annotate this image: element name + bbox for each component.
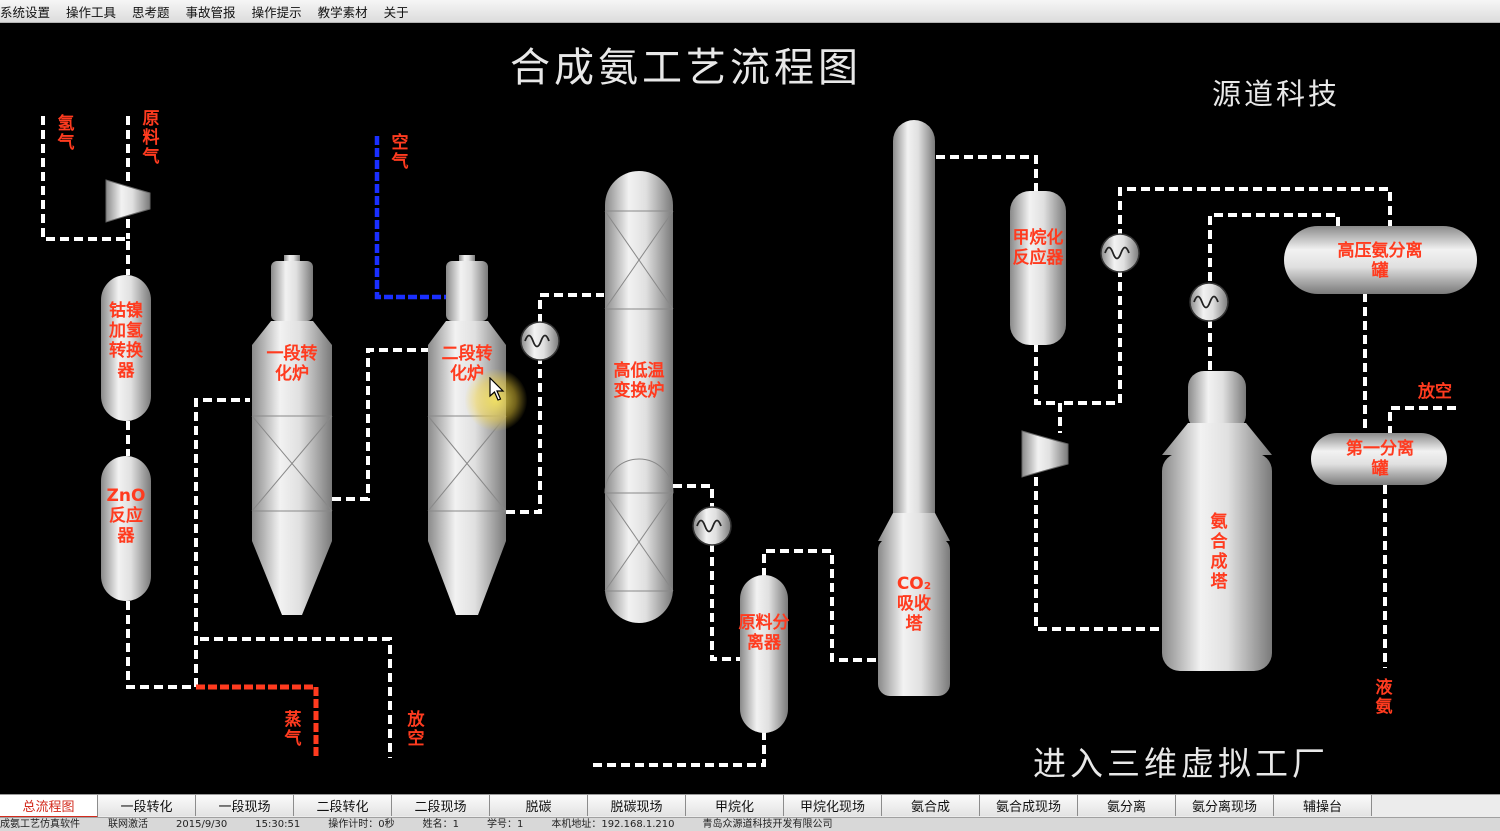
tab-8[interactable]: 甲烷化现场 [784, 795, 882, 816]
hp-separator-vessel [1284, 226, 1477, 294]
zno-reactor-vessel [101, 456, 151, 601]
label-feed-separator[interactable]: 原料分离器 [738, 613, 790, 653]
label-coni-converter[interactable]: 钴镍加氢转换器 [109, 301, 143, 381]
label-hp-separator[interactable]: 高压氨分离罐 [1337, 241, 1423, 281]
tab-0[interactable]: 总流程图 [0, 795, 98, 818]
mouse-cursor-icon [489, 377, 505, 401]
heat-exchanger-icon [1100, 233, 1140, 273]
pipe-exchanger3 [1060, 268, 1122, 405]
pipe-secondary-to-exchanger [506, 359, 542, 514]
pipe-loop-top [1118, 187, 1392, 238]
menu-bar: 系统设置操作工具思考题事故管报操作提示教学素材关于 [0, 0, 1500, 23]
pipe-sep-to-absorber [762, 549, 878, 662]
pipe-exchanger2-to-sep [710, 543, 742, 661]
label-ammonia-synthesis[interactable]: 氨合成塔 [1210, 512, 1228, 592]
syngas-compressor [1021, 430, 1069, 478]
tab-9[interactable]: 氨合成 [882, 795, 980, 816]
menu-item[interactable]: 思考题 [132, 4, 170, 20]
pipe-hydrogen [41, 116, 130, 275]
status-item: 15:30:51 [255, 819, 301, 830]
pipe-loop-to-synthesis [1034, 463, 1160, 631]
tab-12[interactable]: 氨分离现场 [1176, 795, 1274, 816]
status-item: 操作计时：0秒 [328, 819, 395, 830]
feed-compressor [105, 179, 151, 223]
screen-tab-bar: 总流程图一段转化一段现场二段转化二段现场脱碳脱碳现场甲烷化甲烷化现场氨合成氨合成… [0, 794, 1500, 818]
label-hydrogen: 氢气 [57, 114, 75, 153]
company-name: 源道科技 [1212, 77, 1341, 111]
pipe-shift-to-exchanger2 [673, 484, 714, 509]
tab-11[interactable]: 氨分离 [1078, 795, 1176, 816]
label-first-separator[interactable]: 第一分离罐 [1346, 439, 1414, 479]
status-item: 学号：1 [486, 819, 524, 830]
label-primary-reformer[interactable]: 一段转化炉 [266, 344, 318, 384]
pipe-steam [196, 684, 319, 758]
label-air: 空气 [391, 133, 409, 172]
tab-3[interactable]: 二段转化 [294, 795, 392, 816]
status-item: 成氨工艺仿真软件 [0, 819, 80, 830]
menu-item[interactable]: 操作工具 [66, 4, 117, 20]
tab-2[interactable]: 一段现场 [196, 795, 294, 816]
pipe-first-vent [1388, 406, 1460, 435]
enter-3d-factory-button[interactable]: 进入三维虚拟工厂 [1033, 744, 1329, 783]
label-co2-absorber[interactable]: CO₂吸收塔 [896, 574, 932, 634]
tab-7[interactable]: 甲烷化 [686, 795, 784, 816]
secondary-reformer-vessel [427, 255, 507, 615]
pipe-primary-to-secondary [332, 348, 430, 501]
heat-exchanger-icon [1189, 282, 1229, 322]
label-shift-converter[interactable]: 高低温变换炉 [613, 361, 665, 401]
heat-exchanger-icon [520, 321, 560, 361]
methanator-vessel [1010, 191, 1066, 345]
pipe-methanator-to-compressor [1034, 343, 1062, 433]
pipe-network [41, 116, 1460, 767]
label-vent-bottom: 放空 [407, 710, 425, 749]
primary-reformer-vessel [251, 255, 333, 615]
menu-item[interactable]: 事故管报 [185, 4, 236, 20]
shift-converter-vessel [604, 171, 674, 623]
pipe-air [374, 136, 446, 300]
label-feed-gas: 原料气 [142, 109, 160, 167]
pipe-zno-bottom [126, 601, 196, 689]
page-title: 合成氨工艺流程图 [510, 45, 862, 91]
feed-separator-vessel [740, 575, 788, 733]
status-item: 姓名：1 [422, 819, 459, 830]
status-item: 2015/9/30 [176, 819, 228, 830]
tab-5[interactable]: 脱碳 [490, 795, 588, 816]
coni-converter-vessel [101, 275, 151, 421]
status-bar: 成氨工艺仿真软件 联网激活 2015/9/30 15:30:51 操作计时：0秒 姓名：1… [0, 817, 1500, 831]
ammonia-synthesis-vessel [1162, 371, 1272, 671]
pipe-vent-branch [200, 637, 392, 758]
label-liquid-ammonia: 液氨 [1375, 678, 1393, 717]
tab-6[interactable]: 脱碳现场 [588, 795, 686, 816]
menu-item[interactable]: 关于 [383, 4, 409, 20]
pipe-hp-to-exchanger4 [1208, 213, 1340, 285]
tab-13[interactable]: 辅操台 [1274, 795, 1372, 816]
tab-10[interactable]: 氨合成现场 [980, 795, 1078, 816]
menu-item[interactable]: 操作提示 [251, 4, 302, 20]
label-zno-reactor[interactable]: ZnO反应器 [106, 486, 146, 546]
status-item: 青岛众源道科技开发有限公司 [702, 819, 833, 830]
menu-item[interactable]: 教学素材 [317, 4, 368, 20]
menu-item[interactable]: 系统设置 [0, 4, 51, 20]
process-flow-canvas: 合成氨工艺流程图 源道科技 氢气 原料气 空气 蒸气 放空 放空 液氨 钴镍加氢… [0, 23, 1500, 793]
label-steam: 蒸气 [284, 710, 302, 749]
label-vent-right: 放空 [1418, 382, 1452, 402]
label-methanator[interactable]: 甲烷化反应器 [1012, 228, 1064, 268]
status-item: 本机地址：192.168.1.210 [551, 819, 675, 830]
first-separator-vessel [1311, 433, 1447, 485]
flow-diagram [41, 116, 1477, 767]
cursor-highlight [465, 369, 527, 431]
heat-exchanger-icon [692, 506, 732, 546]
tab-4[interactable]: 二段现场 [392, 795, 490, 816]
tab-1[interactable]: 一段转化 [98, 795, 196, 816]
pipe-to-primary [194, 398, 250, 687]
pipe-absorber-to-methanator [936, 155, 1038, 195]
pipe-exchanger-to-shift [538, 293, 604, 323]
co2-absorber-vessel [878, 120, 950, 696]
status-item: 联网激活 [108, 819, 148, 830]
pipe-sep-bottom [588, 731, 766, 767]
